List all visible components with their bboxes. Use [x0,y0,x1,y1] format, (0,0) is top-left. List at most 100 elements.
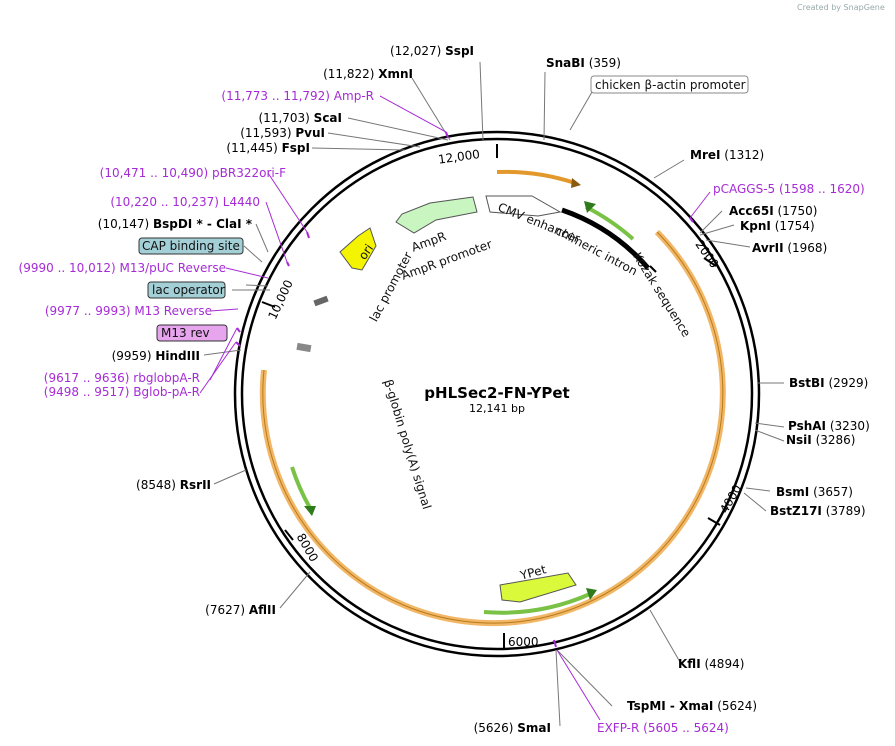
enzyme-name: SnaBI [546,56,585,70]
primer-label[interactable]: (9990 .. 10,012) M13/pUC Reverse [19,261,226,275]
feature-chimeric-intron[interactable] [561,207,650,270]
enzyme-name: ScaI [314,111,342,125]
enzyme-site-label[interactable]: Acc65I (1750) [729,204,817,218]
primer-ticks [235,131,694,648]
primer-label[interactable]: (11,773 .. 11,792) Amp-R [221,89,374,103]
enzyme-site-label[interactable]: PshAI (3230) [788,419,870,433]
ruler-label-12000: 12,000 [437,147,481,167]
feature-ampr[interactable] [395,196,478,234]
label-box-lac-operator [147,281,226,299]
enzyme-labels: (12,027) SspI(11,822) XmnI(11,703) ScaI(… [98,44,870,735]
enzyme-site-label[interactable]: BstZ17I (3789) [770,504,866,518]
feature-label-ypet: YPet [518,562,548,583]
enzyme-position: (3230) [826,419,870,433]
plasmid-length: 12,141 bp [469,402,525,415]
label-m13-rev[interactable]: M13 rev [161,326,210,340]
enzyme-name: BspDI * - ClaI * [153,217,253,231]
plasmid-name: pHLSec2-FN-YPet [424,384,569,402]
feature-label-ampr: AmpR [410,229,448,254]
enzyme-position: (11,593) [240,126,295,140]
enzyme-name: BstBI [789,376,825,390]
enzyme-site-label[interactable]: (9959) HindIII [112,349,200,363]
enzyme-site-label[interactable]: (8548) RsrII [136,478,211,492]
enzyme-site-label[interactable]: TspMI - XmaI (5624) [627,699,757,713]
snapgene-brand: Created by SnapGene [797,3,885,12]
enzyme-site-label[interactable]: (11,703) ScaI [259,111,343,125]
ruler-label-6000: 6000 [508,635,539,649]
feature-small-box-1[interactable] [313,295,329,307]
primer-label[interactable]: (10,471 .. 10,490) pBR322ori-F [100,166,286,180]
feature-arrow-green-left[interactable] [290,466,312,509]
label-cba-promoter[interactable]: chicken β-actin promoter [595,78,746,92]
enzyme-name: HindIII [155,349,200,363]
enzyme-site-label[interactable]: (12,027) SspI [390,44,474,58]
ruler-label-4000: 4000 [717,482,744,515]
enzyme-site-label[interactable]: (11,822) XmnI [323,67,413,81]
enzyme-name: BsmI [776,485,809,499]
enzyme-position: (10,147) [98,217,153,231]
enzyme-site-label[interactable]: (5626) SmaI [474,721,551,735]
primer-label[interactable]: pCAGGS-5 (1598 .. 1620) [713,182,865,196]
primer-label[interactable]: (9977 .. 9993) M13 Reverse [45,304,212,318]
enzyme-name: PshAI [788,419,826,433]
enzyme-site-label[interactable]: (10,147) BspDI * - ClaI * [98,217,253,231]
ruler-label-8000: 8000 [294,531,321,564]
enzyme-position: (12,027) [390,44,445,58]
enzyme-name: KflI [678,657,701,671]
feature-ypet[interactable] [499,572,577,603]
enzyme-site-label[interactable]: (11,445) FspI [226,141,310,155]
enzyme-name: PvuI [295,126,325,140]
label-box-m13rev [156,324,228,342]
enzyme-position: (1754) [771,219,815,233]
enzyme-position: (1312) [720,148,764,162]
enzyme-site-label[interactable]: (7627) AflII [205,603,276,617]
primer-labels: (11,773 .. 11,792) Amp-R (10,471 .. 10,49… [19,89,865,735]
enzyme-name: SmaI [517,721,551,735]
label-lac-operator[interactable]: lac operator [152,283,225,297]
enzyme-name: RsrII [180,478,211,492]
enzyme-position: (3657) [809,485,853,499]
primer-label[interactable]: (10,220 .. 10,237) L4440 [110,195,260,209]
primer-label[interactable]: EXFP-R (5605 .. 5624) [597,721,729,735]
enzyme-name: FspI [282,141,310,155]
enzyme-name: KpnI [740,219,771,233]
enzyme-site-label[interactable]: BsmI (3657) [776,485,853,499]
enzyme-position: (359) [585,56,621,70]
enzyme-name: SspI [445,44,474,58]
enzyme-position: (11,445) [226,141,281,155]
enzyme-site-label[interactable]: MreI (1312) [690,148,764,162]
feature-ori[interactable] [339,227,377,271]
feature-arrow-green-bottom[interactable] [483,592,591,615]
enzyme-site-label[interactable]: (11,593) PvuI [240,126,325,140]
enzyme-site-label[interactable]: KpnI (1754) [740,219,815,233]
enzyme-position: (1968) [784,241,828,255]
enzyme-position: (11,703) [259,111,314,125]
enzyme-site-label[interactable]: KflI (4894) [678,657,744,671]
backbone-outer-ring [233,130,761,658]
primer-leader-lines [199,95,711,721]
feature-label-lac-promoter: lac promoter [367,250,415,324]
ruler-label-10000: 10,000 [265,278,295,322]
enzyme-site-label[interactable]: NsiI (3286) [786,433,855,447]
enzyme-name: NsiI [786,433,812,447]
enzyme-site-label[interactable]: AvrII (1968) [752,241,827,255]
feature-arrow-green-top-head [584,201,596,213]
label-box-cap [138,237,244,255]
feature-arrow-orange-top[interactable] [496,169,576,185]
enzyme-position: (1750) [774,204,818,218]
label-cap-binding-site[interactable]: CAP binding site [142,239,240,253]
feature-cmv-enhancer[interactable] [485,195,562,217]
enzyme-name: XmnI [378,67,413,81]
enzyme-position: (5626) [474,721,518,735]
enzyme-position: (11,822) [323,67,378,81]
primer-label[interactable]: (9617 .. 9636) rbglobpA-R [44,371,200,385]
primer-label[interactable]: (9498 .. 9517) Bglob-pA-R [44,385,200,399]
enzyme-position: (2929) [825,376,869,390]
enzyme-site-label[interactable]: BstBI (2929) [789,376,868,390]
enzyme-position: (3286) [812,433,856,447]
enzyme-site-label[interactable]: SnaBI (359) [546,56,621,70]
feature-small-box-2[interactable] [296,342,312,353]
enzyme-name: AflII [249,603,276,617]
